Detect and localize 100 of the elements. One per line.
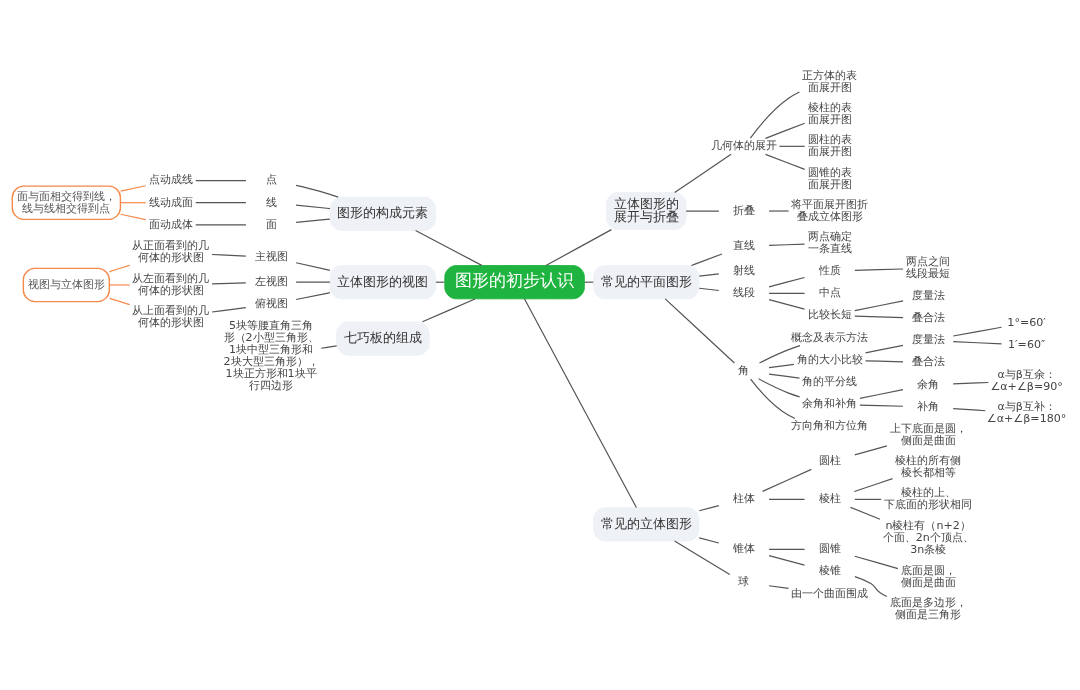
node-box: 立体图形的展开与折叠 <box>606 191 687 230</box>
node-text: 线动成面 <box>148 195 193 209</box>
node-box: 面与面相交得到线，线与线相交得到点 <box>11 184 122 220</box>
connector <box>664 297 735 364</box>
node-box: 常见的平面图形 <box>593 264 700 299</box>
node-text: 俯视图 <box>254 296 288 310</box>
node-text: 比较长短 <box>807 307 852 321</box>
connector <box>853 477 894 492</box>
connector <box>952 407 986 411</box>
connector <box>211 281 247 284</box>
connector <box>698 504 720 511</box>
connector <box>854 575 888 597</box>
connector <box>674 539 731 575</box>
connector <box>195 201 247 203</box>
connector <box>421 297 476 322</box>
connector <box>768 584 790 589</box>
connector <box>109 297 131 305</box>
connector <box>414 229 483 266</box>
node-text: 两点确定一条直线 <box>807 229 852 255</box>
connector <box>859 403 904 407</box>
connector <box>854 498 882 500</box>
node-box: 视图与立体图形 <box>22 267 110 302</box>
node-text: 正方体的表面展开图 <box>802 67 858 94</box>
node-text: 底面是多边形，侧面是三角形 <box>889 595 967 621</box>
node-text: 度量法 <box>911 288 945 302</box>
node-text: 将平面展开图折叠成立体图形 <box>791 197 869 223</box>
node-text: 余角 <box>917 377 940 391</box>
connector <box>764 122 806 139</box>
node-text: 从左面看到的几何体的形状图 <box>132 271 210 297</box>
node-text: 面 <box>265 217 277 231</box>
connector <box>698 536 720 544</box>
node-text: 1°=60′ <box>1007 315 1046 329</box>
node-text: 棱柱的所有侧棱长都相等 <box>895 453 962 479</box>
node-text: 补角 <box>917 399 940 413</box>
node-text: 圆柱 <box>818 453 841 467</box>
connector <box>764 153 806 170</box>
node-text: 线 <box>265 195 277 209</box>
connector <box>768 554 806 566</box>
connector <box>195 179 247 181</box>
connector <box>849 506 881 520</box>
connector <box>698 272 720 277</box>
node-text: 棱柱的上、下底面的形状相同 <box>884 485 973 511</box>
node-box: 常见的立体图形 <box>593 506 700 541</box>
node-text: 角的大小比较 <box>796 352 863 366</box>
node-text: α与β互补：∠α+∠β=180° <box>986 399 1067 425</box>
connector <box>685 209 720 212</box>
connector <box>295 291 331 300</box>
connector <box>768 276 806 287</box>
connector <box>109 264 131 272</box>
connector <box>864 359 904 362</box>
node-text: 从正面看到的几何体的形状图 <box>132 238 210 264</box>
node-text: α与β互余：∠α+∠β=90° <box>990 367 1063 393</box>
connector <box>952 381 989 384</box>
node-text: 5块等腰直角三角形（2小型三角形、1块中型三角形和2块大型三角形），1块正方形和1块平行四边形 <box>223 318 319 392</box>
connector <box>768 298 806 310</box>
node-text: 叠合法 <box>911 310 945 324</box>
node-text: 1′=60″ <box>1008 337 1046 351</box>
connector <box>854 555 899 569</box>
connector <box>109 283 131 286</box>
node-text: 概念及表示方法 <box>791 330 869 344</box>
connector <box>854 315 904 318</box>
connector <box>778 145 806 147</box>
connector <box>768 498 806 500</box>
connector <box>749 90 801 139</box>
connector <box>864 344 904 353</box>
node-text: 两点之间线段最短 <box>906 254 951 280</box>
node-text: 度量法 <box>911 332 945 346</box>
node-text: 圆锥 <box>818 541 841 555</box>
connector <box>120 184 147 192</box>
node-text: n棱柱有（n+2）个面、2n个顶点、3n条棱 <box>882 518 974 556</box>
node-text: 折叠 <box>732 203 755 217</box>
connector <box>295 204 331 209</box>
node-text: 叠合法 <box>911 354 945 368</box>
connector <box>768 373 801 379</box>
connector <box>211 306 247 313</box>
connector <box>758 344 801 364</box>
node-text: 由一个曲面围成 <box>791 586 869 600</box>
node-box: 图形的构成元素 <box>329 196 436 231</box>
node-text: 角 <box>738 363 750 377</box>
node-text: 面动成体 <box>148 217 193 231</box>
node-text: 底面是圆，侧面是曲面 <box>900 563 956 589</box>
connector <box>674 153 732 193</box>
connector <box>768 243 806 246</box>
node-box: 立体图形的视图 <box>329 264 436 299</box>
node-text: 上下底面是圆，侧面是曲面 <box>889 421 967 447</box>
connector <box>120 213 147 220</box>
node-text: 几何体的展开 <box>710 138 777 152</box>
node-text: 角的平分线 <box>802 374 858 388</box>
node-text: 柱体 <box>732 491 755 505</box>
connector <box>768 209 790 212</box>
node-box: 图形的初步认识 <box>444 264 585 299</box>
connector <box>195 223 247 225</box>
node-text: 圆柱的表面展开图 <box>807 132 852 158</box>
connector <box>854 444 888 455</box>
connector <box>952 340 1003 344</box>
connector <box>859 388 904 399</box>
connector <box>698 287 720 291</box>
node-text: 主视图 <box>254 249 288 263</box>
node-text: 中点 <box>818 285 841 299</box>
node-text: 棱柱 <box>818 491 841 505</box>
